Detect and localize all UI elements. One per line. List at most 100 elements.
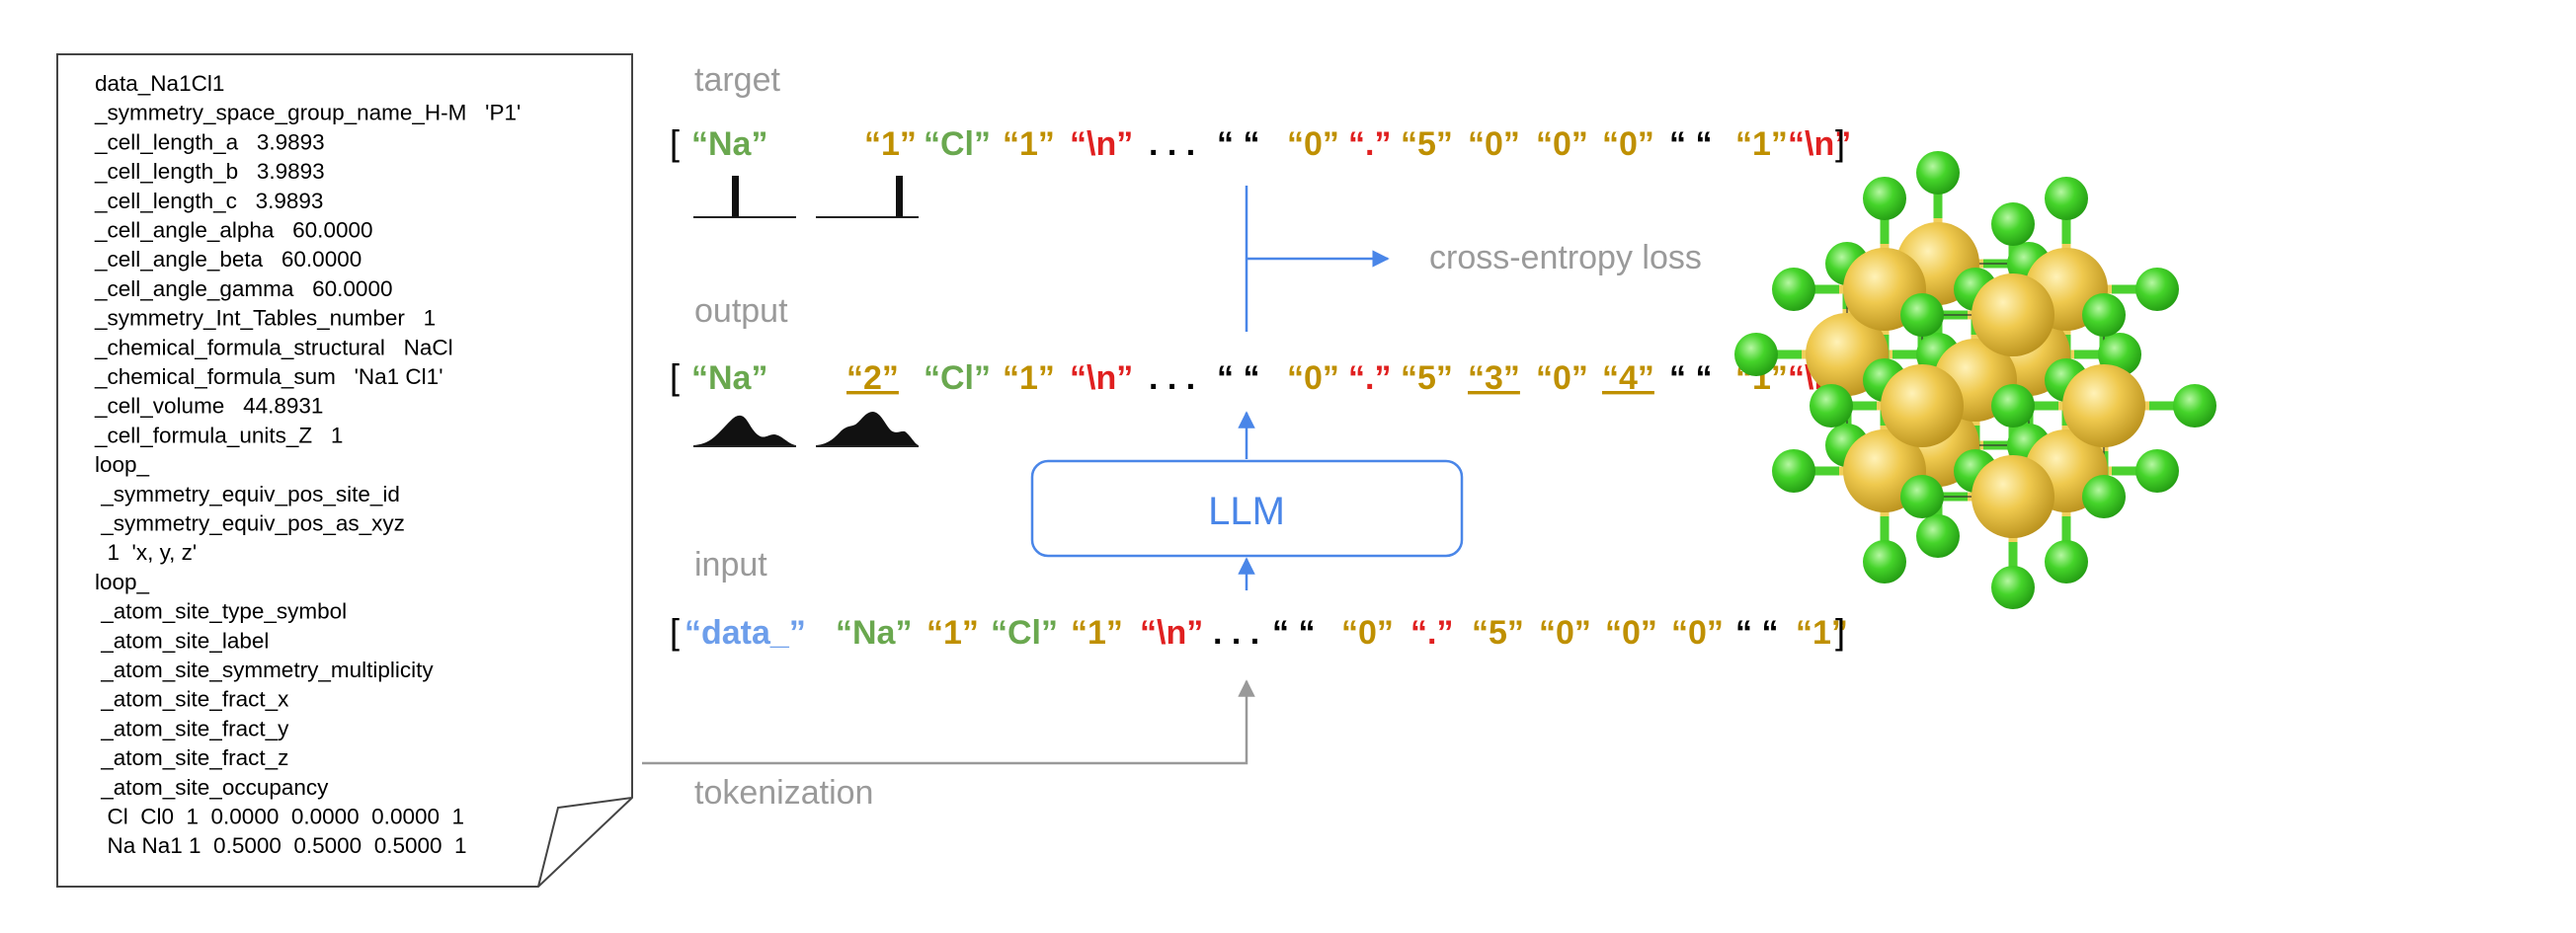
target-distribution-1 — [693, 176, 796, 218]
output-token: “4” — [1602, 359, 1654, 397]
input-close-bracket: ] — [1835, 611, 1845, 652]
llm-label: LLM — [1208, 490, 1285, 533]
target-token: . . . — [1149, 125, 1195, 163]
cl-atom — [1900, 293, 1944, 337]
na-atom — [1881, 364, 1964, 447]
output-token: “ “ — [1217, 359, 1259, 397]
output-token: “.” — [1348, 359, 1391, 397]
input-token: “.” — [1410, 614, 1453, 652]
cl-atom — [2082, 475, 2126, 518]
na-atom — [2062, 364, 2145, 447]
cif-line: _atom_site_fract_z — [95, 745, 288, 770]
cif-line: _cell_angle_beta 60.0000 — [94, 247, 362, 272]
cif-line: _cell_length_a 3.9893 — [94, 129, 325, 154]
cif-line: _atom_site_fract_y — [95, 716, 289, 740]
llm-box — [1030, 459, 1464, 558]
target-token: “\n” — [1788, 125, 1851, 163]
cl-atom — [1991, 566, 2035, 609]
output-token: “5” — [1401, 359, 1453, 397]
output-distribution-1 — [693, 415, 796, 447]
input-token: “0” — [1605, 614, 1657, 652]
cl-atom — [1734, 333, 1778, 376]
output-token: . . . — [1149, 359, 1195, 397]
target-token: “1” — [1003, 125, 1055, 163]
target-token: “\n” — [1070, 125, 1133, 163]
cif-line: _symmetry_equiv_pos_as_xyz — [95, 511, 405, 536]
cl-atom — [1810, 384, 1853, 428]
target-token: “ “ — [1217, 125, 1259, 163]
cif-line: _cell_angle_gamma 60.0000 — [94, 276, 392, 301]
output-token: “2” — [846, 359, 899, 397]
target-token: “0” — [1468, 125, 1520, 163]
cl-atom — [1772, 449, 1815, 493]
target-token: “1” — [864, 125, 917, 163]
cif-line: loop_ — [95, 452, 150, 477]
na-atom — [1972, 273, 2054, 356]
loss-label: cross-entropy loss — [1429, 239, 1702, 276]
target-token: “ “ — [1669, 125, 1712, 163]
input-token: “1” — [926, 614, 979, 652]
output-token: “Cl” — [924, 359, 991, 397]
na-atom — [1972, 455, 2054, 538]
input-token: “ “ — [1735, 614, 1778, 652]
cif-line: _cell_angle_alpha 60.0000 — [94, 218, 373, 243]
output-token: “0” — [1536, 359, 1588, 397]
output-token: “1” — [1003, 359, 1055, 397]
cif-line: _symmetry_space_group_name_H-M 'P1' — [94, 101, 521, 125]
target-close-bracket: ] — [1835, 122, 1845, 163]
cif-line: data_Na1Cl1 — [95, 71, 224, 96]
input-token: “ “ — [1272, 614, 1315, 652]
cl-atom — [2135, 268, 2179, 311]
cif-line: _atom_site_label — [95, 628, 269, 653]
input-token: . . . — [1213, 614, 1259, 652]
cl-atom — [2173, 384, 2216, 428]
cif-text: data_Na1Cl1 _symmetry_space_group_name_H-… — [94, 71, 521, 858]
cl-atom — [2045, 177, 2088, 220]
target-sequence: [ “Na”“1”“Cl”“1”“\n”. . .“ ““0”“.”“5”“0”… — [670, 122, 1851, 163]
cif-line: _cell_length_b 3.9893 — [94, 159, 325, 184]
input-token: “1” — [1071, 614, 1123, 652]
document-fold — [537, 797, 633, 888]
target-heading: target — [694, 61, 780, 99]
cl-atom — [1863, 177, 1906, 220]
input-token: “\n” — [1140, 614, 1203, 652]
cif-line: _symmetry_equiv_pos_site_id — [95, 482, 400, 506]
cl-atom — [1772, 268, 1815, 311]
target-token: “0” — [1602, 125, 1654, 163]
cl-atom — [2045, 540, 2088, 583]
cif-line: Cl Cl0 1 0.0000 0.0000 0.0000 1 — [95, 805, 464, 829]
target-distribution-2 — [816, 176, 919, 218]
tokenization-label: tokenization — [694, 774, 873, 812]
output-token: “0” — [1287, 359, 1339, 397]
target-token: “5” — [1401, 125, 1453, 163]
cif-line: loop_ — [95, 570, 150, 594]
input-token: “data_” — [684, 614, 806, 652]
cif-line: _atom_site_occupancy — [95, 775, 329, 800]
target-token: “1” — [1735, 125, 1788, 163]
cif-line: _cell_formula_units_Z 1 — [94, 423, 343, 447]
cif-line: Na Na1 1 0.5000 0.5000 0.5000 1 — [95, 833, 467, 858]
target-token: “.” — [1348, 125, 1391, 163]
cl-atom — [1863, 540, 1906, 583]
target-token: “0” — [1536, 125, 1588, 163]
input-token: “0” — [1671, 614, 1724, 652]
output-token: “3” — [1468, 359, 1520, 397]
cif-line: 1 'x, y, z' — [95, 540, 197, 565]
cl-atom — [1916, 151, 1960, 194]
target-token: “Na” — [691, 125, 767, 163]
output-token: “\n” — [1070, 359, 1133, 397]
input-token: “Na” — [836, 614, 912, 652]
target-token: “Cl” — [924, 125, 991, 163]
output-token: “ “ — [1669, 359, 1712, 397]
target-token: “0” — [1287, 125, 1339, 163]
input-token: “Cl” — [991, 614, 1058, 652]
cl-atom — [2135, 449, 2179, 493]
output-open-bracket: [ — [670, 356, 680, 397]
document-page — [56, 53, 633, 888]
cif-line: _cell_volume 44.8931 — [94, 394, 323, 419]
tokenization-arrow — [642, 679, 1255, 765]
cif-line: _cell_length_c 3.9893 — [94, 189, 323, 213]
cl-atom — [1900, 475, 1944, 518]
nacl-crystal-structure — [1734, 151, 2216, 609]
